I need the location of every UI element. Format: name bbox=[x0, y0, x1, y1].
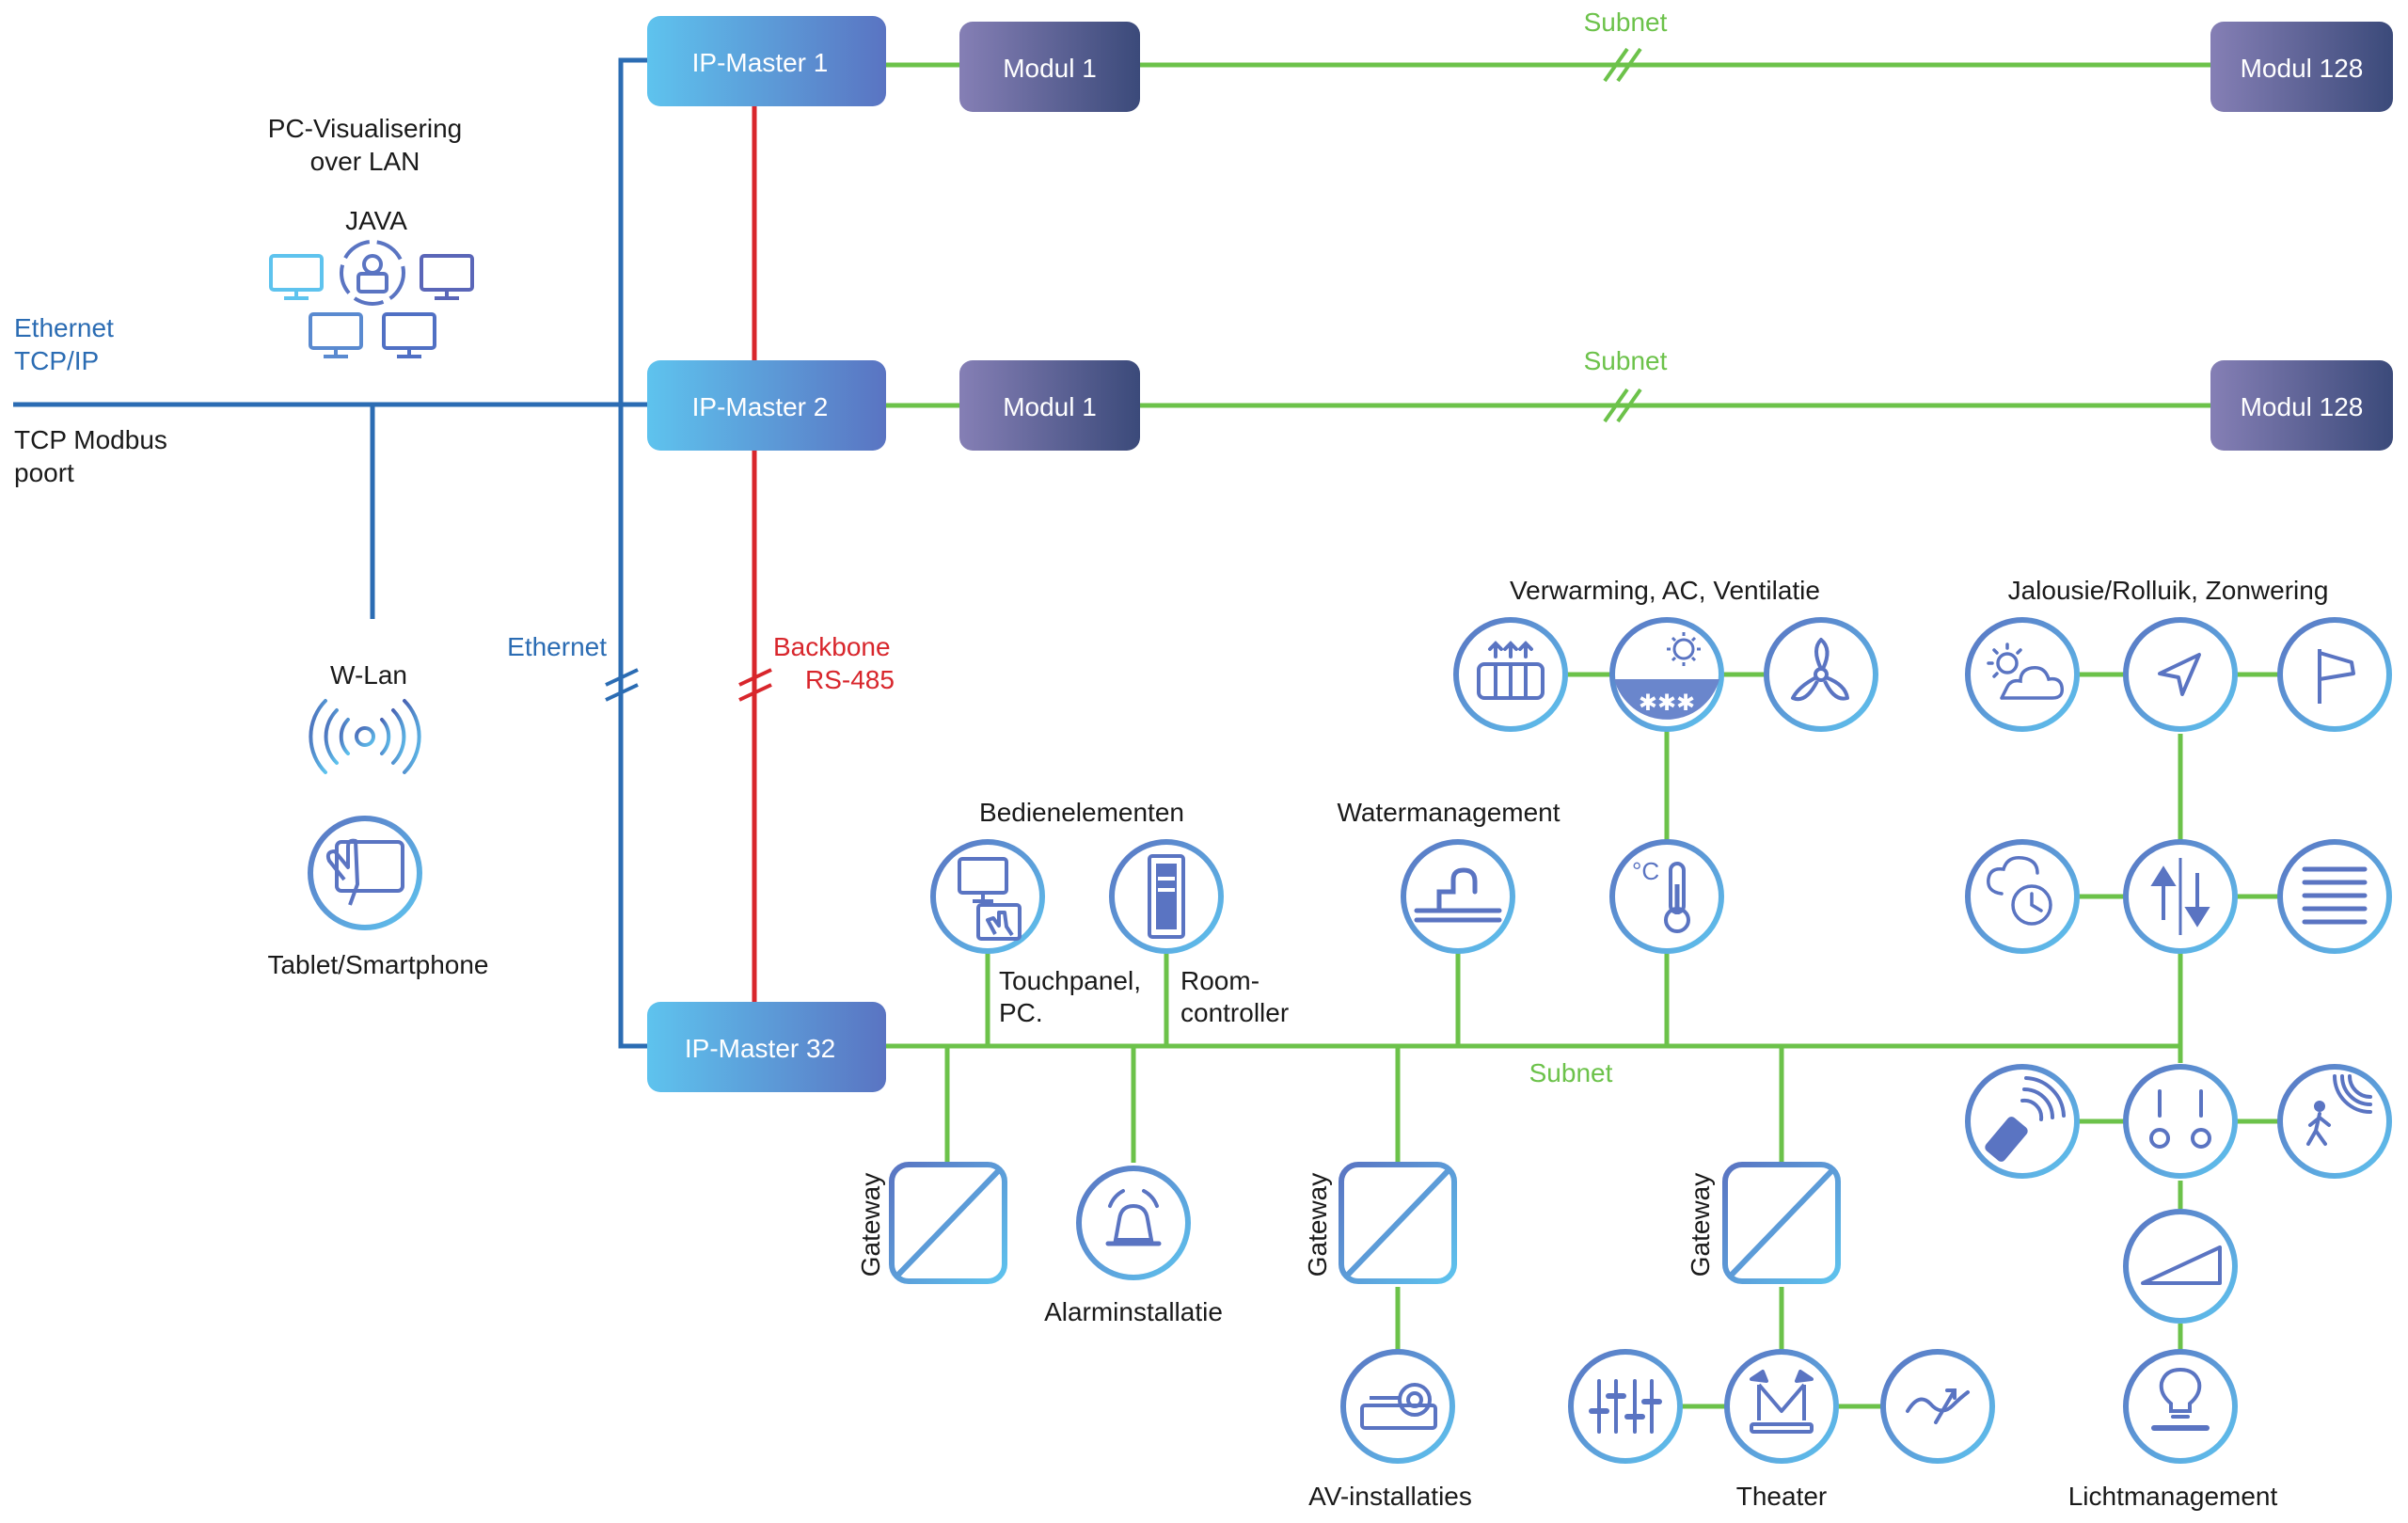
up-down-arrows-icon[interactable] bbox=[2123, 839, 2238, 954]
backbone-label-2: RS-485 bbox=[805, 665, 895, 694]
gateway-label-1: Gateway bbox=[856, 1173, 885, 1277]
ethernet-tcp-label: Ethernet bbox=[14, 313, 114, 342]
labels: Subnet Subnet Subnet PC-Visualisering ov… bbox=[14, 8, 2328, 1511]
modbus-label: TCP Modbus bbox=[14, 425, 167, 454]
monitor-icon bbox=[420, 254, 474, 300]
svg-text:°C: °C bbox=[1632, 857, 1659, 885]
monitor-icon bbox=[309, 312, 363, 358]
backbone-line bbox=[738, 94, 772, 1011]
alarm-label: Alarminstallatie bbox=[1044, 1297, 1223, 1326]
module-128-row-2[interactable]: Modul 128 bbox=[2210, 360, 2393, 451]
lightbulb-icon[interactable] bbox=[2123, 1349, 2238, 1464]
wave-curve-icon[interactable] bbox=[1880, 1349, 1995, 1464]
roomcontroller-label-2: controller bbox=[1180, 998, 1289, 1027]
bedien-label: Bedienelementen bbox=[979, 798, 1184, 827]
wlan-label: W-Lan bbox=[330, 660, 407, 690]
roomcontroller-label: Room- bbox=[1180, 966, 1259, 995]
ip-master-2[interactable]: IP-Master 2 bbox=[647, 360, 886, 451]
gateway-icon[interactable] bbox=[1722, 1162, 1841, 1284]
gateway-label-3: Gateway bbox=[1686, 1173, 1715, 1277]
jalousie-label: Jalousie/Rolluik, Zonwering bbox=[2008, 576, 2329, 605]
switches-icon[interactable] bbox=[2123, 1064, 2238, 1179]
tablet-hand-icon bbox=[308, 816, 422, 930]
module-1-row-1[interactable]: Modul 1 bbox=[959, 22, 1140, 112]
stage-lights-icon[interactable] bbox=[1724, 1349, 1839, 1464]
pc-icons bbox=[269, 240, 474, 358]
monitor-icon bbox=[382, 312, 436, 358]
ip-master-2-label: IP-Master 2 bbox=[692, 392, 829, 421]
modbus-label-2: poort bbox=[14, 458, 74, 487]
subnet-label-bottom: Subnet bbox=[1529, 1058, 1613, 1087]
room-controller-icon[interactable] bbox=[1109, 839, 1224, 954]
remote-control-icon[interactable] bbox=[1965, 1064, 2080, 1179]
module-label: Modul 128 bbox=[2241, 54, 2364, 83]
hvac-label: Verwarming, AC, Ventilatie bbox=[1510, 576, 1820, 605]
module-1-row-2[interactable]: Modul 1 bbox=[959, 360, 1140, 451]
water-label: Watermanagement bbox=[1337, 798, 1560, 827]
gateway-label-2: Gateway bbox=[1303, 1173, 1332, 1277]
licht-label: Lichtmanagement bbox=[2068, 1482, 2278, 1511]
sun-snow-icon[interactable]: ✱✱✱ bbox=[1609, 617, 1724, 732]
cloud-clock-icon[interactable] bbox=[1965, 839, 2080, 954]
pc-visual-label-2: over LAN bbox=[310, 147, 420, 176]
ethernet-lines bbox=[13, 57, 649, 1049]
av-label: AV-installaties bbox=[1308, 1482, 1472, 1511]
ethernet-label: Ethernet bbox=[507, 632, 607, 661]
user-circle-icon bbox=[340, 240, 405, 306]
flag-icon[interactable] bbox=[2277, 617, 2392, 732]
ip-master-1-label: IP-Master 1 bbox=[692, 48, 829, 77]
backbone-label: Backbone bbox=[773, 632, 891, 661]
motion-sensor-icon[interactable] bbox=[2277, 1064, 2392, 1179]
radiator-icon[interactable] bbox=[1453, 617, 1568, 732]
theater-label: Theater bbox=[1736, 1482, 1828, 1511]
touchpanel-icon[interactable] bbox=[930, 839, 1045, 954]
thermometer-icon[interactable]: °C bbox=[1609, 839, 1724, 954]
subnet-label-top: Subnet bbox=[1584, 8, 1668, 37]
svg-text:✱✱✱: ✱✱✱ bbox=[1639, 690, 1695, 716]
navigation-arrow-icon[interactable] bbox=[2123, 617, 2238, 732]
module-label: Modul 128 bbox=[2241, 392, 2364, 421]
alarm-siren-icon[interactable] bbox=[1076, 1166, 1191, 1280]
ip-master-1[interactable]: IP-Master 1 bbox=[647, 16, 886, 106]
water-tap-icon[interactable] bbox=[1401, 839, 1515, 954]
module-label: Modul 1 bbox=[1003, 392, 1097, 421]
projector-icon[interactable] bbox=[1340, 1349, 1455, 1464]
module-128-row-1[interactable]: Modul 128 bbox=[2210, 22, 2393, 112]
module-label: Modul 1 bbox=[1003, 54, 1097, 83]
subnet-label-mid: Subnet bbox=[1584, 346, 1668, 375]
touchpanel-label: Touchpanel, bbox=[999, 966, 1141, 995]
gateway-icon[interactable] bbox=[1339, 1162, 1457, 1284]
mixer-sliders-icon[interactable] bbox=[1568, 1349, 1683, 1464]
blinds-icon[interactable] bbox=[2277, 839, 2392, 954]
touchpanel-label-2: PC. bbox=[999, 998, 1043, 1027]
gateway-icon[interactable] bbox=[889, 1162, 1007, 1284]
tablet-label: Tablet/Smartphone bbox=[267, 950, 488, 979]
dimmer-ramp-icon[interactable] bbox=[2123, 1209, 2238, 1324]
ip-master-32-label: IP-Master 32 bbox=[685, 1034, 835, 1063]
ethernet-tcp-label-2: TCP/IP bbox=[14, 346, 99, 375]
sun-cloud-icon[interactable] bbox=[1965, 617, 2080, 732]
ip-master-32[interactable]: IP-Master 32 bbox=[647, 1002, 886, 1092]
monitor-icon bbox=[269, 254, 324, 300]
pc-visual-label: PC-Visualisering bbox=[268, 114, 462, 143]
java-label: JAVA bbox=[345, 206, 407, 235]
fan-icon[interactable] bbox=[1764, 617, 1878, 732]
wifi-antenna-icon bbox=[309, 699, 421, 796]
